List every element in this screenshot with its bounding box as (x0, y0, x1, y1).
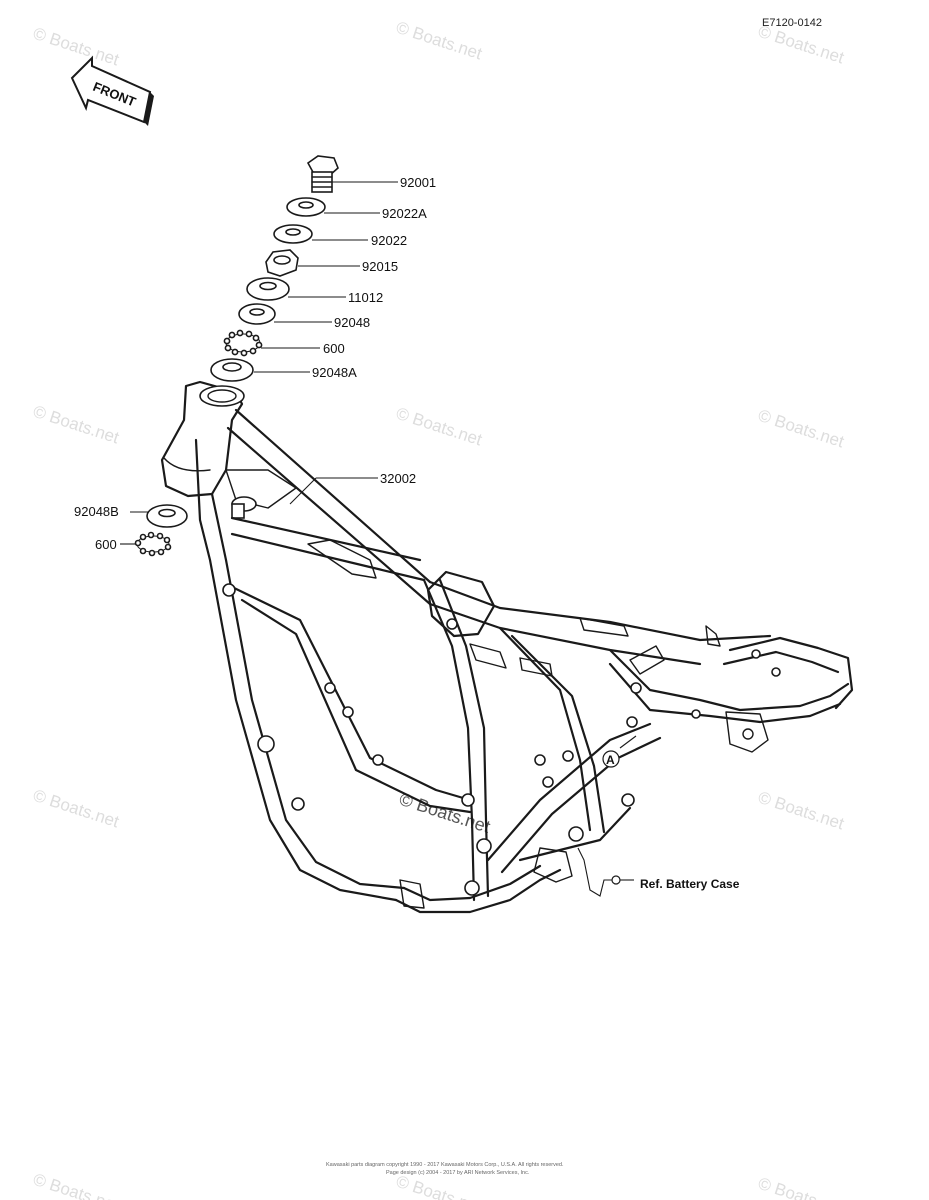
part-label-32002: 32002 (380, 471, 416, 486)
part-600-lower-icon (134, 531, 172, 557)
part-92022A-icon (286, 197, 326, 217)
watermark: © Boats.net (394, 404, 485, 450)
steering-stem-stack (210, 155, 339, 382)
watermark: © Boats.net (31, 402, 122, 448)
front-arrow-icon: FRONT (70, 55, 154, 126)
part-92015-icon (265, 249, 299, 277)
circled-marker-label: A (606, 753, 615, 767)
leader-lines (120, 181, 634, 897)
watermark: © Boats.net (756, 1174, 847, 1200)
part-label-92022: 92022 (371, 233, 407, 248)
part-92048B-icon (146, 504, 188, 528)
watermark: © Boats.net (394, 18, 485, 64)
watermark: © Boats.net (31, 24, 122, 70)
part-92048-icon (238, 303, 276, 325)
part-92048A-icon (210, 358, 254, 382)
watermark: © Boats.net (31, 786, 122, 832)
part-label-92048A: 92048A (312, 365, 357, 380)
part-600-upper-icon (223, 329, 263, 357)
part-92001-icon (306, 155, 339, 193)
watermark-layer: © Boats.net © Boats.net © Boats.net © Bo… (31, 18, 847, 1200)
part-label-92048B: 92048B (74, 504, 119, 519)
page-design-line: Page design (c) 2004 - 2017 by ARI Netwo… (386, 1170, 530, 1176)
watermark: © Boats.net (31, 1170, 122, 1200)
watermark: © Boats.net (756, 406, 847, 452)
footer: Kawasaki parts diagram copyright 1990 - … (326, 1162, 564, 1176)
part-label-600-upper: 600 (323, 341, 345, 356)
part-label-92001: 92001 (400, 175, 436, 190)
diagram-code: E7120-0142 (762, 17, 822, 29)
part-11012-icon (246, 277, 290, 301)
watermark: © Boats.net (756, 788, 847, 834)
frame-32002-drawing: A (160, 380, 854, 914)
part-label-92022A: 92022A (382, 206, 427, 221)
part-label-92015: 92015 (362, 259, 398, 274)
copyright-line: Kawasaki parts diagram copyright 1990 - … (326, 1162, 564, 1168)
part-labels: 92001 92022A 92022 92015 11012 92048 600… (74, 175, 740, 891)
part-label-600-lower: 600 (95, 537, 117, 552)
reference-note: Ref. Battery Case (640, 877, 740, 891)
part-92022-icon (273, 224, 313, 244)
part-label-92048: 92048 (334, 315, 370, 330)
part-label-11012: 11012 (348, 290, 383, 305)
